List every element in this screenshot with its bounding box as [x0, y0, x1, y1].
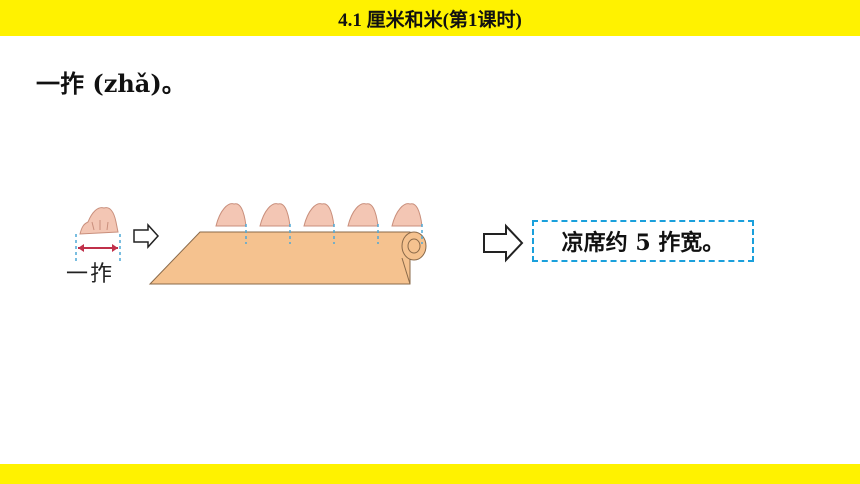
mat-icon [148, 231, 427, 285]
lesson-heading: 一拃 (zhǎ)。 [36, 69, 186, 98]
hand-icon [215, 203, 247, 227]
header-bar: 4.1 厘米和米(第1课时) [0, 0, 860, 36]
single-hand-icon [79, 207, 119, 235]
small-right-arrow-icon [133, 223, 160, 249]
footer-bar [0, 464, 860, 484]
hand-icon [347, 203, 379, 227]
result-text: 凉席约 5 拃宽。 [561, 230, 725, 256]
hand-icon [391, 203, 423, 227]
result-box: 凉席约 5 拃宽。 [532, 220, 754, 262]
hand-icon [303, 203, 335, 227]
right-arrow-icon [483, 223, 524, 263]
span-label: 一拃 [66, 262, 115, 287]
span-measure-line [78, 244, 118, 252]
page-title: 4.1 厘米和米(第1课时) [338, 9, 522, 31]
hands-on-mat [215, 203, 423, 227]
hand-icon [259, 203, 291, 227]
